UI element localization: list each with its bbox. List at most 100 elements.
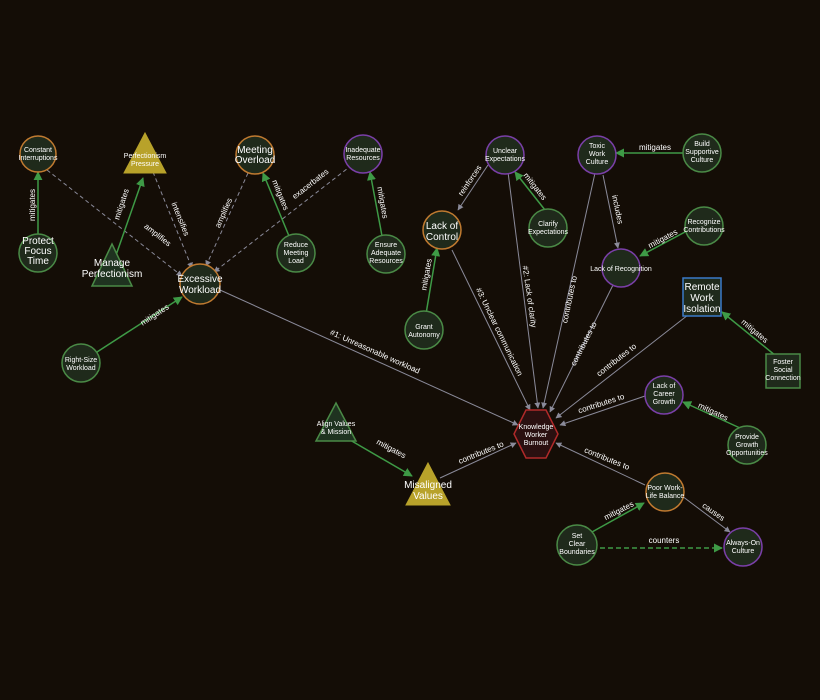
- edge-interruptions-amplifies: [46, 169, 183, 277]
- label-grant-mitigates: mitigates: [419, 258, 433, 291]
- edges: [33, 148, 777, 553]
- edge-provide-mitigates: [682, 401, 741, 429]
- label-provide-mitigates: mitigates: [697, 401, 730, 423]
- edge-recognition-burnout: [549, 284, 614, 413]
- svg-text:Poor Work-Life Balance: Poor Work-Life Balance: [646, 485, 685, 500]
- edge-unclear-reinforces: [457, 164, 489, 211]
- node-poor-work-life-balance[interactable]: Poor Work-Life Balance: [645, 472, 685, 512]
- edge-workload-burnout: [219, 289, 519, 426]
- edge-poorbalance-causes: [681, 495, 731, 533]
- label-protect-mitigates: mitigates: [28, 189, 37, 221]
- edge-reduce-mitigates: [261, 172, 290, 237]
- label-resources-exacerbates: exacerbates: [291, 167, 331, 201]
- edge-align-mitigates: [349, 439, 413, 477]
- node-align-values-mission[interactable]: Align Values& Mission: [314, 401, 358, 442]
- edge-control-burnout: [451, 249, 531, 411]
- edge-career-burnout: [559, 395, 646, 427]
- label-boundaries-counters: counters: [649, 536, 680, 545]
- label-manage-mitigates: mitigates: [112, 188, 130, 221]
- edge-perfectionism-intensifies: [152, 171, 193, 269]
- label-remote-burnout: contributes to: [595, 341, 639, 378]
- edge-manage-mitigates: [114, 177, 145, 259]
- label-build-mitigates: mitigates: [639, 143, 671, 152]
- edge-misaligned-burnout: [439, 442, 517, 479]
- label-reduce-mitigates: mitigates: [270, 179, 290, 212]
- edge-grant-mitigates: [425, 247, 441, 315]
- svg-text:Align Values& Mission: Align Values& Mission: [317, 421, 356, 436]
- edge-resources-exacerbates: [213, 164, 353, 273]
- edge-clarify-mitigates: [514, 171, 546, 211]
- edge-toxic-includes: [602, 174, 620, 249]
- edge-toxic-burnout: [541, 172, 596, 409]
- label-control-burnout: #3: Unclear communication: [474, 286, 525, 377]
- label-unclear-burnout: #2: Lack of clarity: [521, 265, 539, 328]
- edge-unclear-burnout: [507, 171, 541, 409]
- label-foster-mitigates: mitigates: [739, 317, 769, 344]
- label-recognition-burnout: contributes to: [569, 320, 599, 367]
- edge-recognize-mitigates: [639, 231, 686, 257]
- edge-meeting-amplifies: [205, 172, 249, 267]
- edge-poorbalance-burnout: [555, 442, 646, 486]
- label-interruptions-amplifies: amplifies: [142, 222, 172, 249]
- edge-ensure-mitigates: [367, 171, 383, 237]
- label-rightsize-mitigates: mitigates: [139, 302, 171, 327]
- label-recognize-mitigates: mitigates: [647, 227, 679, 250]
- label-meeting-amplifies: amplifies: [213, 197, 234, 230]
- edge-remote-burnout: [555, 314, 689, 419]
- node-lack-of-recognition[interactable]: Lack of Recognition: [590, 248, 652, 288]
- edge-boundaries-mitigates: [591, 502, 645, 533]
- label-perfectionism-intensifies: intensifies: [169, 201, 191, 237]
- svg-text:Lack of Recognition: Lack of Recognition: [590, 266, 652, 273]
- edge-foster-mitigates: [721, 311, 777, 357]
- label-misaligned-burnout: contributes to: [457, 439, 505, 466]
